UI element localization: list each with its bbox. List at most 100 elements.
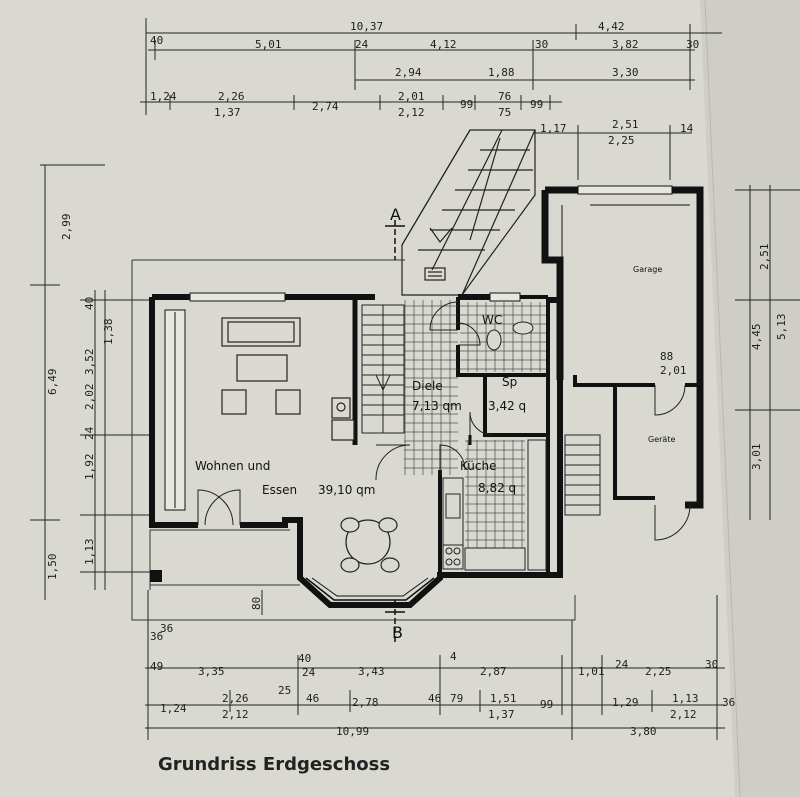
dim-bottom-46b: 46 xyxy=(428,692,441,705)
dim-left-113: 1,13 xyxy=(83,539,96,566)
dim-bottom-212a: 2,12 xyxy=(222,708,249,721)
dim-right-445: 4,45 xyxy=(750,324,763,351)
dim-top-30a: 30 xyxy=(535,38,548,51)
wc-tiles xyxy=(460,302,546,372)
side-stairs xyxy=(564,434,601,516)
dim-bottom-total: 10,99 xyxy=(336,725,369,738)
washbasin xyxy=(512,321,534,335)
stove xyxy=(442,544,464,570)
dim-left-40: 40 xyxy=(83,297,96,310)
dim-top-212: 2,12 xyxy=(398,106,425,119)
dim-bottom-113: 1,13 xyxy=(672,692,699,705)
dimension-labels-top: 10,37 4,42 40 5,01 24 4,12 30 3,82 30 2,… xyxy=(150,20,699,147)
coffee-table xyxy=(236,354,288,382)
door-entrance xyxy=(429,301,459,331)
dim-right-201: 2,01 xyxy=(660,364,687,377)
chair xyxy=(340,517,360,533)
dim-bottom-24a: 24 xyxy=(302,666,316,679)
dim-top-251: 2,51 xyxy=(612,118,639,131)
interior-staircase xyxy=(361,304,405,434)
chair xyxy=(340,557,360,573)
dim-left-36: 36 xyxy=(150,630,163,643)
dining-furniture xyxy=(340,517,400,573)
dim-top-30b: 30 xyxy=(686,38,699,51)
dim-left-202: 2,02 xyxy=(83,384,96,411)
section-mark-a: A xyxy=(390,205,401,224)
dim-top-501: 5,01 xyxy=(255,38,282,51)
dim-top-225: 2,25 xyxy=(608,134,635,147)
dimension-labels-right: 2,51 4,45 3,01 5,13 2,01 88 xyxy=(660,244,788,471)
heater xyxy=(331,419,355,441)
section-line-a xyxy=(385,220,405,645)
dimension-labels-left: 2,99 6,49 1,50 3,52 2,02 1,38 1,92 1,13 … xyxy=(46,214,163,644)
dim-bottom-343: 3,43 xyxy=(358,665,385,678)
dim-top-117: 1,17 xyxy=(540,122,567,135)
dim-left-352: 3,52 xyxy=(83,349,96,376)
dim-top-124: 1,24 xyxy=(150,90,177,103)
living-furniture xyxy=(221,317,355,441)
dim-bottom-49: 49 xyxy=(150,660,163,673)
dim-bottom-25: 25 xyxy=(278,684,291,697)
dim-bottom-40: 40 xyxy=(298,652,311,665)
dim-top-294: 2,94 xyxy=(395,66,422,79)
dim-bottom-30: 30 xyxy=(705,658,718,671)
room-label-geraete: Geräte xyxy=(648,435,675,444)
dim-top-226: 2,26 xyxy=(218,90,245,103)
garage-walls xyxy=(541,185,704,509)
dim-bottom-212b: 2,12 xyxy=(670,708,697,721)
dim-bottom-225: 2,25 xyxy=(645,665,672,678)
garage-door xyxy=(577,185,673,195)
dim-bottom-335: 3,35 xyxy=(198,665,225,678)
dim-bottom-287: 2,87 xyxy=(480,665,507,678)
dim-top-99b: 99 xyxy=(530,98,543,111)
dimension-labels-bottom: 3,35 40 24 3,43 2,87 4 1,01 24 2,25 30 1… xyxy=(150,597,735,738)
dim-top-right: 4,42 xyxy=(598,20,625,33)
dim-right-88: 88 xyxy=(660,350,673,363)
armchair-right xyxy=(275,389,301,415)
room-label-essen: Essen xyxy=(262,483,297,497)
dim-top-188: 1,88 xyxy=(488,66,515,79)
dim-left-649: 6,49 xyxy=(46,369,59,396)
dim-top-330: 3,30 xyxy=(612,66,639,79)
room-label-wohnen: Wohnen und xyxy=(195,459,270,473)
door-patio-left xyxy=(197,489,234,526)
dim-bottom-79: 79 xyxy=(450,692,463,705)
plan-title: Grundriss Erdgeschoss xyxy=(158,754,390,775)
room-label-garage: Garage xyxy=(633,265,662,274)
dim-bottom-99: 99 xyxy=(540,698,553,711)
window-living-top xyxy=(189,292,286,302)
kitchen-units xyxy=(442,439,547,571)
paper-fold xyxy=(704,0,741,797)
dim-left-150: 1,50 xyxy=(46,554,59,581)
dim-top-274: 2,74 xyxy=(312,100,339,113)
corner-post xyxy=(150,570,162,582)
room-label-diele: Diele xyxy=(412,379,443,393)
room-label-wc: WC xyxy=(482,313,502,327)
dim-left-24: 24 xyxy=(83,426,96,440)
dimension-lines-top xyxy=(140,18,722,180)
dim-bottom-129: 1,29 xyxy=(612,696,639,709)
dim-bottom-278: 2,78 xyxy=(352,696,379,709)
dim-bottom-36: 36 xyxy=(722,696,735,709)
dim-top-total: 10,37 xyxy=(350,20,383,33)
dim-bottom-36b: 36 xyxy=(160,622,173,635)
chair xyxy=(380,557,400,573)
dim-bottom-101: 1,01 xyxy=(578,665,605,678)
window-wc-top xyxy=(489,292,521,302)
dim-right-513: 5,13 xyxy=(775,314,788,341)
room-label-kueche: Küche xyxy=(460,459,496,473)
dim-left-192: 1,92 xyxy=(83,454,96,481)
room-area-kueche: 8,82 q xyxy=(478,481,516,495)
dim-top-382: 3,82 xyxy=(612,38,639,51)
wc-fixtures xyxy=(486,321,534,351)
dim-bottom-226: 2,26 xyxy=(222,692,249,705)
armchair-left xyxy=(221,389,247,415)
room-label-sp: Sp xyxy=(502,375,517,389)
doors xyxy=(197,301,691,541)
house-walls xyxy=(149,292,563,608)
diele-tiles xyxy=(404,300,458,475)
sink xyxy=(445,493,461,519)
dim-top-137: 1,37 xyxy=(214,106,241,119)
